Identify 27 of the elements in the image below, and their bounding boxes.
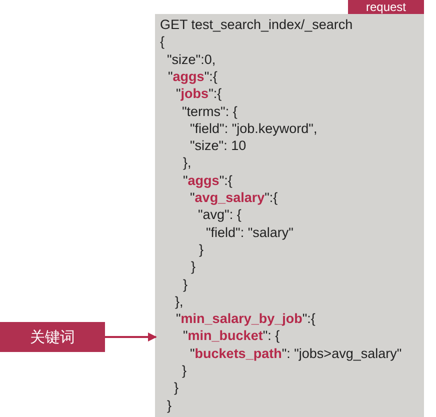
code-line: "size":0, (167, 50, 216, 68)
code-line: } (191, 258, 196, 276)
tab-label: request (348, 0, 424, 14)
code-line: } (182, 362, 187, 379)
code-line: } (199, 240, 204, 258)
code-line: } (174, 379, 179, 396)
code-line: "avg": { (198, 206, 242, 224)
code-line: "field": "salary" (206, 224, 294, 241)
code-panel (155, 14, 424, 417)
code-line: } (167, 396, 172, 414)
code-line: "aggs":{ (183, 172, 232, 189)
code-line: "aggs":{ (168, 68, 218, 85)
keyword-tag: 关键词 (0, 322, 105, 352)
code-line: { (160, 33, 165, 50)
code-line: "avg_salary":{ (190, 189, 278, 206)
arrow (105, 332, 157, 342)
code-line: "field": "job.keyword", (190, 120, 318, 137)
code-line: }, (175, 292, 184, 310)
code-line: "terms": { (182, 102, 238, 120)
code-line: "min_salary_by_job":{ (176, 310, 316, 328)
code-line: } (183, 276, 188, 292)
code-line: "buckets_path": "jobs>avg_salary" (190, 344, 402, 362)
code-line: }, (183, 154, 192, 172)
code-line: GET test_search_index/_search (160, 16, 353, 33)
code-line: "size": 10 (190, 137, 246, 154)
code-line: "min_bucket": { (183, 327, 280, 344)
code-line: "jobs":{ (176, 85, 222, 102)
